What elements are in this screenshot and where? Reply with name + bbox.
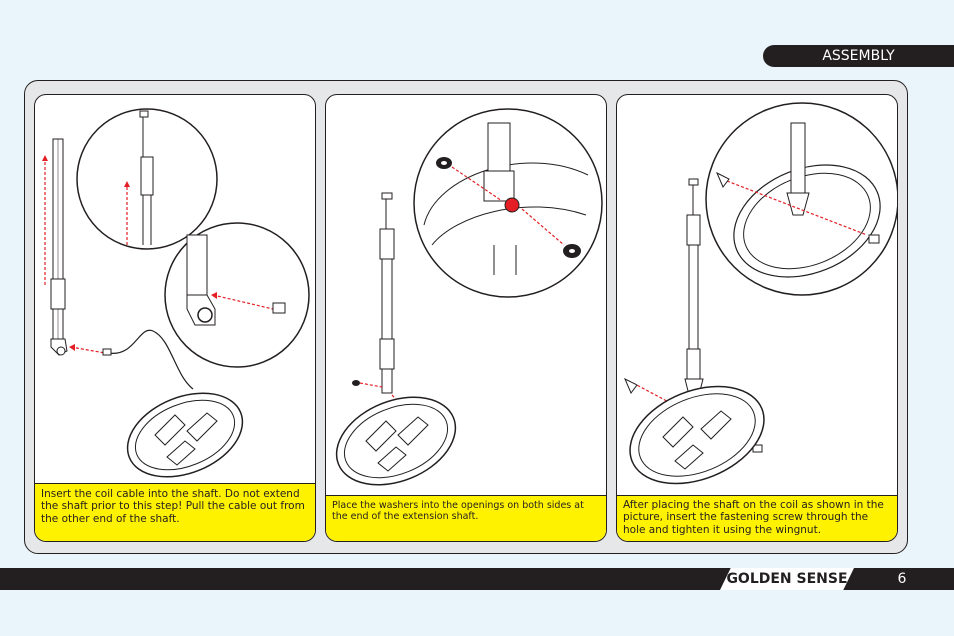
page-number: 6	[872, 568, 932, 590]
detail-circle	[413, 108, 603, 298]
step-1-caption: Insert the coil cable into the shaft. Do…	[35, 483, 315, 541]
step-1-illustration	[42, 108, 310, 478]
step-3-illustration	[624, 102, 897, 485]
step-panel-1: Insert the coil cable into the shaft. Do…	[34, 94, 316, 542]
step-1-caption-text: Insert the coil cable into the shaft. Do…	[41, 488, 305, 525]
step-3-caption: After placing the shaft on the coil as s…	[617, 495, 897, 541]
step-2-illustration	[335, 108, 603, 486]
section-label: ASSEMBLY	[822, 48, 895, 64]
brand-name: GOLDEN SENSE	[720, 568, 854, 590]
search-coil	[335, 396, 457, 486]
step-2-caption-text: Place the washers into the openings on b…	[332, 500, 584, 523]
step-2-caption: Place the washers into the openings on b…	[326, 495, 606, 541]
detail-circle-top	[76, 108, 218, 250]
detail-circle-right	[164, 222, 310, 368]
search-coil	[126, 392, 244, 478]
step-panel-2: Place the washers into the openings on b…	[325, 94, 607, 542]
step-3-caption-text: After placing the shaft on the coil as s…	[623, 499, 884, 536]
brand-label: GOLDEN SENSE	[726, 571, 848, 587]
coil-cable	[108, 329, 194, 390]
shaft	[352, 192, 424, 428]
footer-bar	[0, 568, 954, 590]
shaft	[42, 138, 106, 356]
page-number-label: 6	[897, 571, 907, 587]
search-coil	[629, 385, 765, 485]
detail-circle	[705, 102, 897, 296]
step-panel-3: After placing the shaft on the coil as s…	[616, 94, 898, 542]
section-tab: ASSEMBLY	[763, 45, 954, 67]
